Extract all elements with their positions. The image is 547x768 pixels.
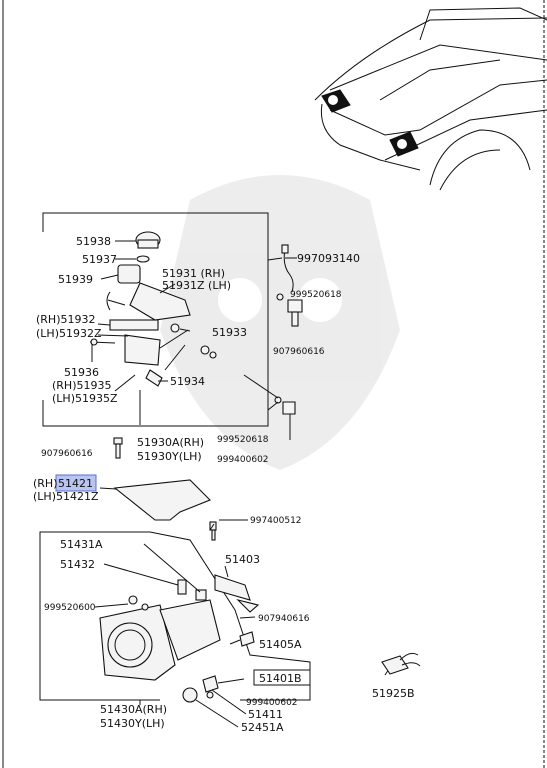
label-rh-51935: (RH)51935 — [52, 379, 112, 392]
label-51931-rh: 51931 (RH) — [162, 267, 225, 280]
label-999400602-a: 999400602 — [217, 455, 269, 465]
retractor-motor-assembly — [89, 231, 217, 387]
upper-fasteners — [113, 244, 303, 459]
label-51411: 51411 — [248, 708, 283, 721]
label-51931z-lh: 51931Z (LH) — [162, 279, 231, 292]
highlighted-part-box — [55, 474, 97, 492]
lower-group-outline — [149, 531, 311, 701]
label-999520618-a: 999520618 — [290, 290, 342, 300]
connector-51925b — [381, 652, 421, 675]
label-rh-prefix: (RH) — [33, 477, 58, 490]
label-51421: 51421 — [58, 477, 93, 490]
label-999520600: 999520600 — [44, 603, 96, 613]
label-51938: 51938 — [76, 235, 111, 248]
label-51403: 51403 — [225, 553, 260, 566]
label-51401b-box — [253, 669, 311, 686]
label-51937: 51937 — [82, 253, 117, 266]
label-907940616: 907940616 — [258, 614, 310, 624]
lower-group-frame — [39, 531, 160, 701]
watermark-logo — [160, 175, 400, 470]
label-51430y-lh: 51430Y(LH) — [100, 717, 165, 730]
label-51939: 51939 — [58, 273, 93, 286]
headlight-housing-assembly — [99, 574, 260, 703]
lower-leader-lines — [94, 519, 396, 684]
label-lh-51935z: (LH)51935Z — [52, 392, 118, 405]
label-997400512: 997400512 — [250, 516, 302, 526]
label-rh-51932: (RH)51932 — [36, 313, 96, 326]
label-51936: 51936 — [64, 366, 99, 379]
leader-52451a — [195, 699, 239, 728]
label-997093140: 997093140 — [297, 252, 360, 265]
label-51930y-lh: 51930Y(LH) — [137, 450, 202, 463]
label-52451a: 52451A — [241, 721, 284, 734]
headlight-cover-51421 — [99, 479, 217, 541]
label-51401b: 51401B — [259, 672, 302, 685]
label-51430a-rh: 51430A(RH) — [100, 703, 167, 716]
label-51432: 51432 — [60, 558, 95, 571]
label-lh-51421z: (LH)51421Z — [33, 490, 99, 503]
label-51934: 51934 — [170, 375, 205, 388]
car-front-illustration — [314, 7, 547, 191]
label-lh-51932z: (LH)51932Z — [36, 327, 102, 340]
label-51405a: 51405A — [259, 638, 302, 651]
leader-51411 — [211, 689, 247, 715]
label-51933: 51933 — [212, 326, 247, 339]
label-907960616-a: 907960616 — [273, 347, 325, 357]
label-51431a: 51431A — [60, 538, 103, 551]
label-51930a-rh: 51930A(RH) — [137, 436, 204, 449]
label-999400602-b: 999400602 — [246, 698, 298, 708]
label-51925b: 51925B — [372, 687, 415, 700]
label-907960616-b: 907960616 — [41, 449, 93, 459]
upper-group-frame — [42, 212, 269, 427]
upper-leader-lines — [91, 240, 297, 440]
label-999520618-b: 999520618 — [217, 435, 269, 445]
